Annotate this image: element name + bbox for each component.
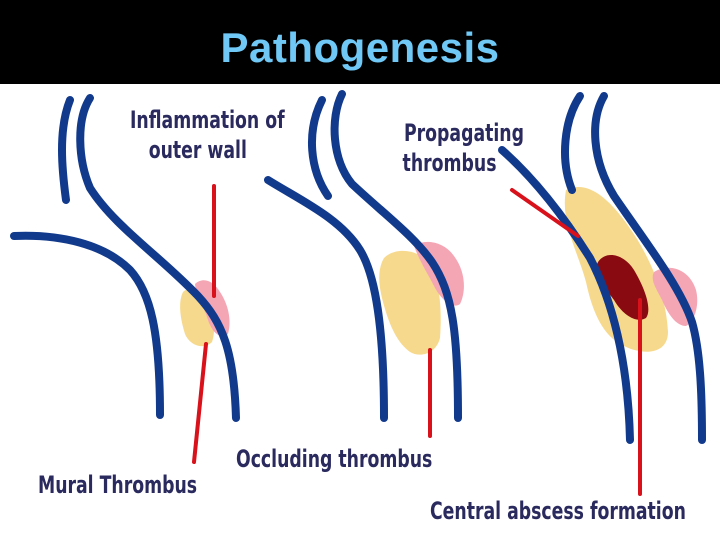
label-inflammation-line2: outer wall: [148, 136, 247, 164]
vessel-wall-branch: [10, 231, 164, 419]
panel-mural-thrombus: [10, 94, 240, 422]
vessel-wall-upper: [591, 92, 706, 444]
diagram-canvas: [10, 90, 706, 496]
label-inflammation: Inflammation of outer wall: [130, 105, 285, 165]
occluding-thrombus-shape: [379, 250, 441, 355]
vessel-wall-left: [308, 96, 332, 200]
pointer-mural: [192, 342, 208, 464]
label-abscess: Central abscess formation: [430, 497, 686, 525]
pathogenesis-diagram: Inflammation of outer wall Propagating t…: [0, 84, 720, 540]
vessel-wall-branch: [498, 146, 634, 444]
vessel-wall-upper: [76, 94, 240, 422]
panel-abscess: [498, 92, 706, 444]
vessel-wall-left: [561, 92, 584, 194]
label-occluding-thrombus: Occluding thrombus: [236, 445, 433, 473]
label-propagating-line1: Propagating: [404, 119, 524, 147]
title-bar: Pathogenesis: [0, 0, 720, 84]
label-propagating-line2: thrombus: [402, 149, 497, 177]
central-abscess: [596, 255, 649, 320]
label-mural-thrombus: Mural Thrombus: [38, 471, 198, 499]
pointer-propagating: [510, 188, 580, 238]
label-inflammation-line1: Inflammation of: [130, 106, 285, 134]
label-propagating: Propagating thrombus: [402, 118, 524, 178]
vessel-wall-branch: [264, 176, 388, 422]
panel-occluding-thrombus: [264, 90, 464, 422]
vessel-wall-upper: [330, 90, 462, 422]
vessel-wall-left: [58, 96, 74, 204]
slide-title: Pathogenesis: [220, 24, 500, 71]
pointer-lines: [192, 184, 642, 496]
